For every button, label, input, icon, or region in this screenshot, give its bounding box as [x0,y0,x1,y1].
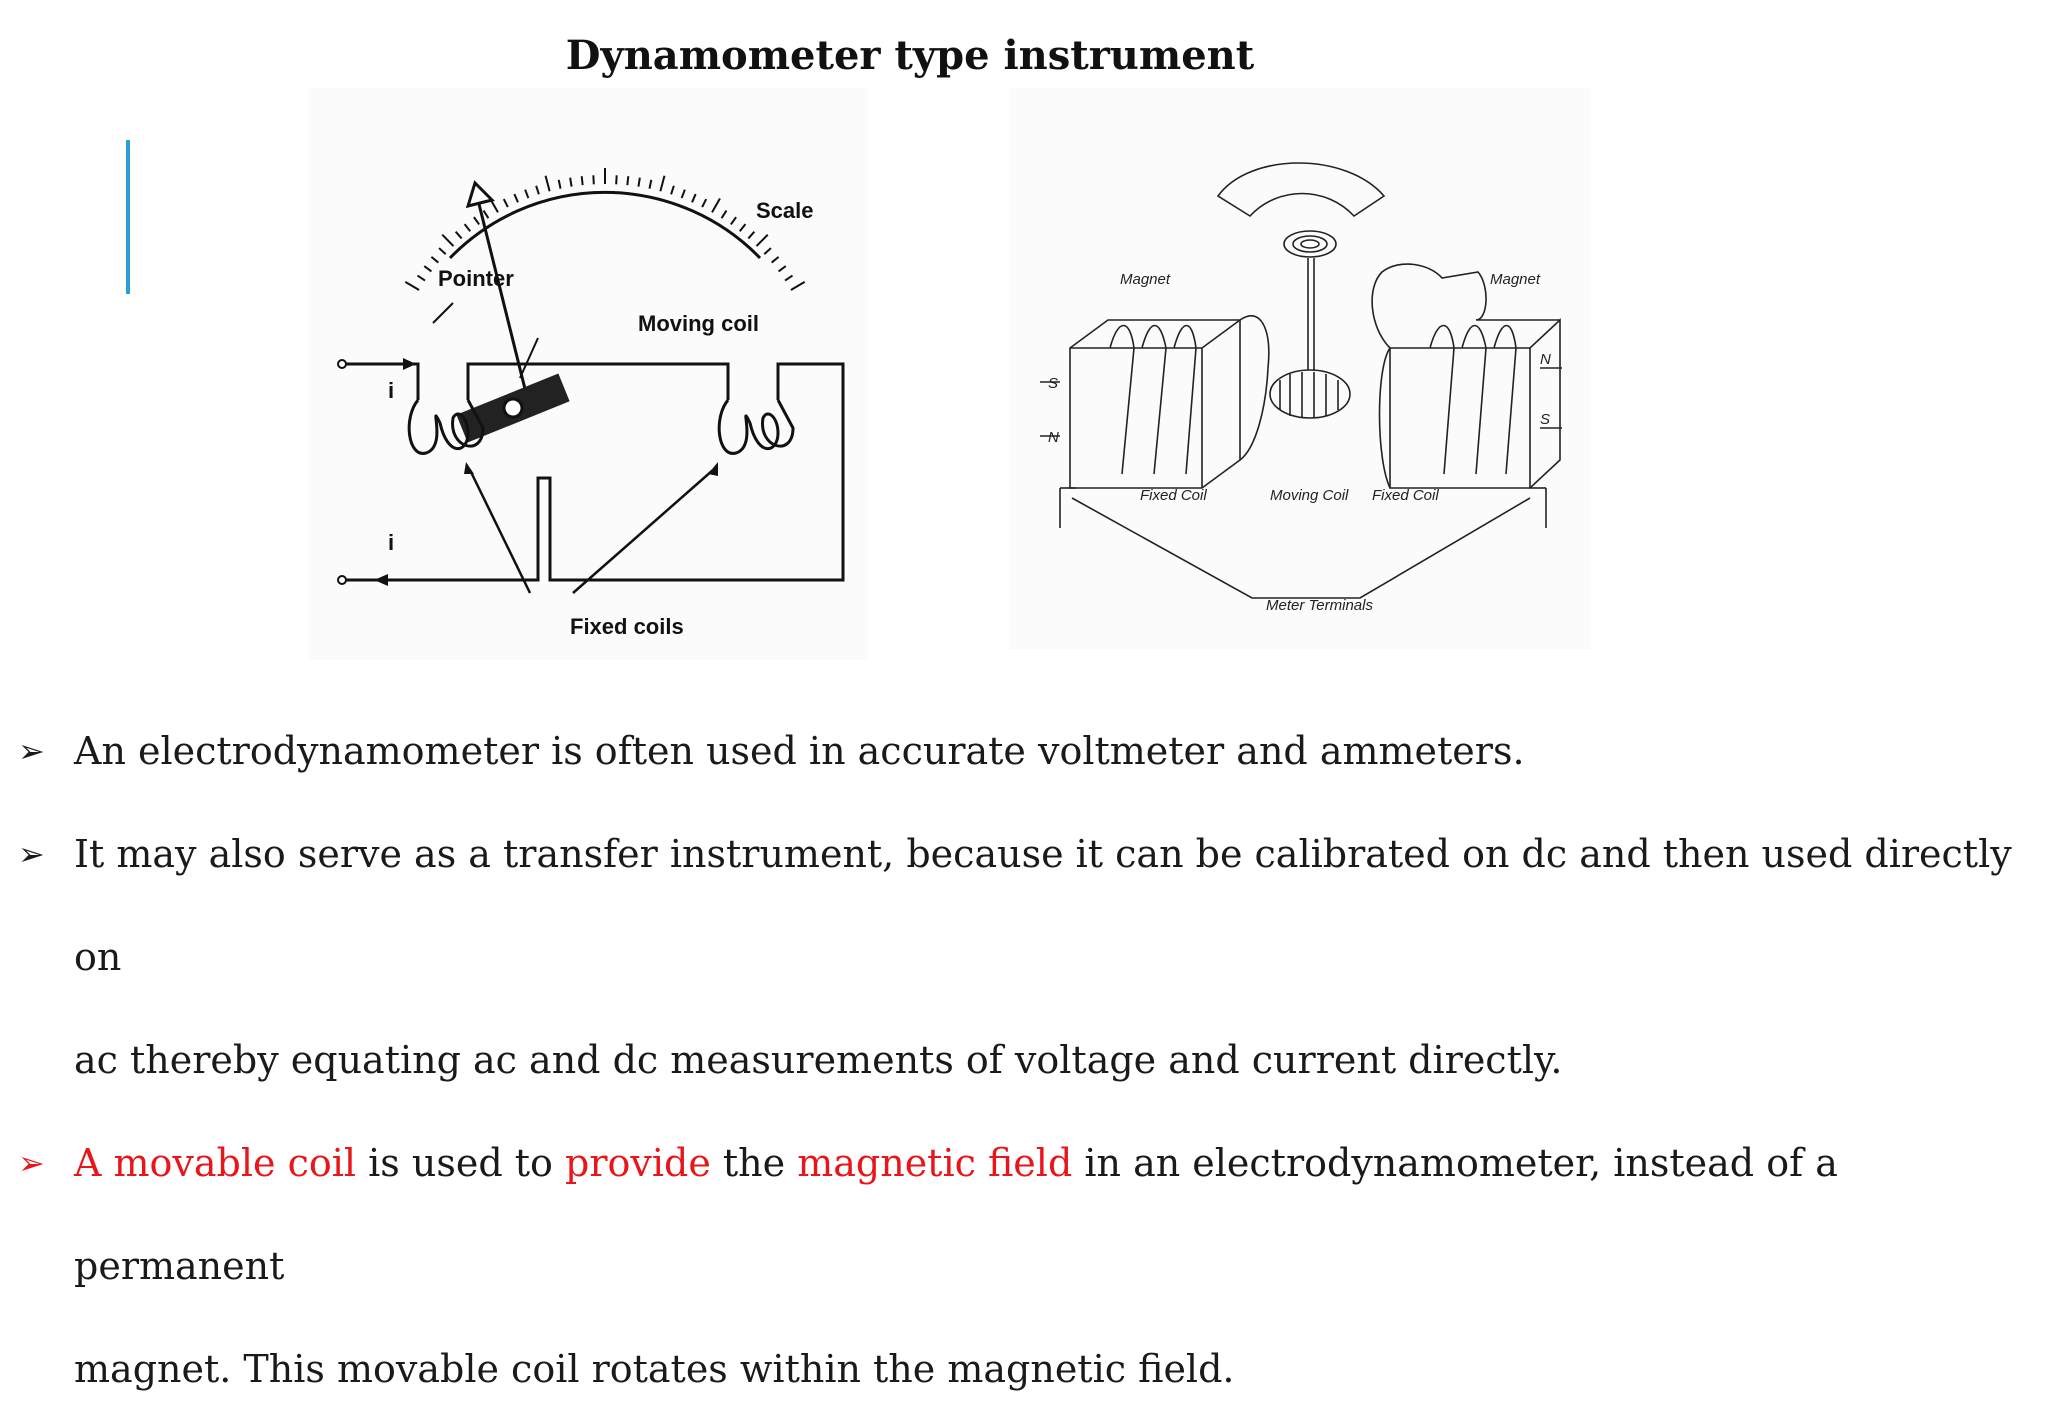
scale-tick [439,248,446,254]
bullet-3-line-2: magnet. This movable coil rotates within… [74,1347,1234,1391]
bullet-3-text-a: is used to [356,1141,565,1185]
bullet-3-highlight-provide: provide [565,1141,711,1185]
right-magnet-block [1390,320,1560,488]
scale-tick [474,217,479,224]
circuit-wiring [346,364,843,580]
dynamometer-pictorial-figure: Magnet Magnet Fixed Coil Moving Coil Fix… [1010,88,1590,650]
bullet-3-highlight-movable-coil: A movable coil [74,1141,356,1185]
bullet-item-2: ➢ It may also serve as a transfer instru… [18,803,2028,1009]
bullet-list: ➢ An electrodynamometer is often used in… [18,700,2028,1421]
arrow-bullet-icon: ➢ [18,1112,58,1215]
scale-tick [785,276,792,281]
arrow-bullet-icon: ➢ [18,803,58,906]
terminal-bottom [338,576,346,584]
current-label-top: i [388,378,394,403]
fixed-coil-right-label: Fixed Coil [1372,487,1439,504]
scale-label: Scale [756,198,814,223]
current-arrow-top [403,358,416,370]
scale-tick [525,190,528,198]
scale-tick [465,224,471,231]
scale-tick [712,198,720,212]
moving-coil-leader [520,338,538,378]
fixed-coil-leaders [470,470,713,593]
right-pole [1380,348,1391,488]
scale-plate [1218,163,1384,216]
current-label-bottom: i [388,530,394,555]
slide-title: Dynamometer type instrument [0,32,1820,79]
bullet-2-line-2: ac thereby equating ac and dc measuremen… [74,1038,1563,1082]
scale-tick [649,180,651,189]
magnet-right-label: Magnet [1490,271,1541,288]
scale-tick [740,224,746,231]
scale-tick [484,211,489,219]
scale-tick [702,199,706,207]
dynamometer-schematic-figure: Scale Pointer Moving coil Fixed coils i … [308,88,868,660]
meter-terminal-lines [1072,498,1530,598]
scale-tick [504,199,508,207]
scale-tick [627,176,628,185]
scale-tick [638,178,639,187]
scale-tick [671,186,674,195]
magnet-left-label: Magnet [1120,271,1171,288]
pointer-label: Pointer [438,266,514,291]
left-pole [1240,316,1269,460]
bullet-3-text-b: the [711,1141,797,1185]
scale-arc [450,192,760,258]
moving-coil-label: Moving coil [638,311,759,336]
schematic-drawing: Scale Pointer Moving coil Fixed coils i … [308,88,868,660]
scale-tick [546,176,550,191]
terminal-top [338,360,346,368]
scale-tick [779,266,786,271]
bullet-3-highlight-magnetic-field: magnetic field [797,1141,1072,1185]
bullet-item-1: ➢ An electrodynamometer is often used in… [18,700,2028,803]
scale-tick [791,282,805,290]
scale-tick [772,257,779,263]
meter-terminals-label: Meter Terminals [1266,597,1373,614]
scale-tick [405,282,419,290]
hairspring [1284,231,1336,257]
s-right-label: S [1540,411,1550,428]
scale-tick [722,211,727,219]
n-right-label: N [1540,351,1551,368]
current-arrow-bottom [374,574,388,586]
scale-tick [570,178,571,187]
right-fixed-coil [719,400,793,453]
bullet-item-2-continued: ac thereby equating ac and dc measuremen… [18,1009,2028,1112]
scale-tick [559,180,561,189]
scale-tick [456,232,462,239]
scale-tick [424,266,431,271]
scale-tick [442,235,453,246]
arrow-bullet-icon: ➢ [18,700,58,803]
fixed-coils-label: Fixed coils [570,614,684,639]
scale-tick [748,232,754,239]
fixed-coil-left-label: Fixed Coil [1140,487,1207,504]
accent-bar [126,140,130,294]
n-left-label: N [1048,429,1059,446]
pointer-leader [433,303,453,323]
scale-tick [418,276,425,281]
scale-tick [764,248,771,254]
moving-coil-label-2: Moving Coil [1270,487,1349,504]
scale-tick [514,194,518,202]
bullet-1-text: An electrodynamometer is often used in a… [74,729,1525,773]
scale-tick [731,217,736,224]
scale-tick [660,176,664,191]
scale-tick [431,257,438,263]
pictorial-drawing: Magnet Magnet Fixed Coil Moving Coil Fix… [1010,88,1590,650]
s-left-label: S [1048,375,1058,392]
bullet-item-3: ➢ A movable coil is used to provide the … [18,1112,2028,1318]
scale-tick [692,194,696,202]
scale-tick [536,186,539,195]
bullet-item-3-continued: magnet. This movable coil rotates within… [18,1318,2028,1421]
scale-tick [757,235,768,246]
scale-tick [682,190,685,198]
scale-tick [582,176,583,185]
bullet-2-line-1: It may also serve as a transfer instrume… [74,832,2012,979]
